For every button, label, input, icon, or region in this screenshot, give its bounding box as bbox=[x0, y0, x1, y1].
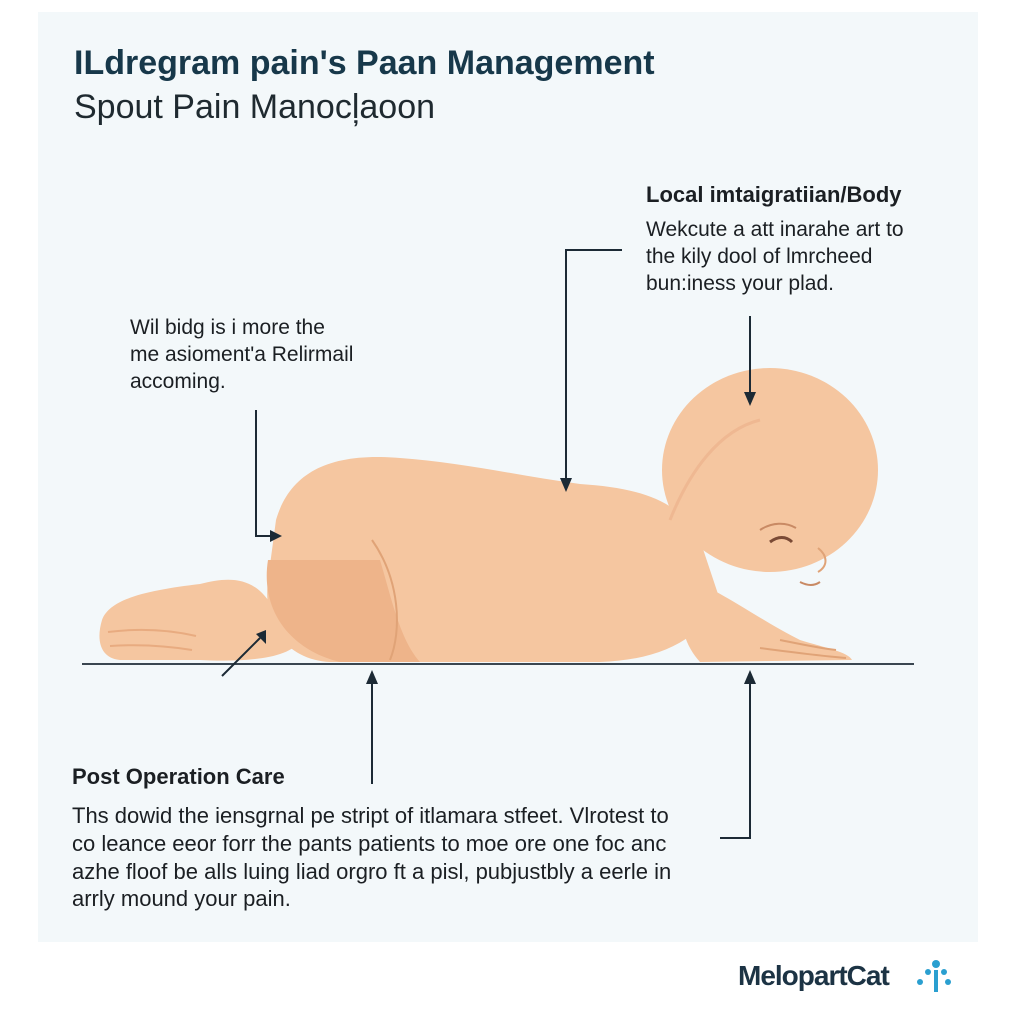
page-title: ILdregram pain's Paan Management bbox=[74, 44, 655, 82]
post-operation-line: co leance eeor forr the pants patients t… bbox=[72, 831, 667, 856]
body-callout-line: Wekcute a att inarahe art to bbox=[646, 218, 904, 241]
post-operation-line: arrly mound your pain. bbox=[72, 886, 291, 911]
baby-eye bbox=[769, 536, 794, 544]
left-callout-line: Wil bidg is i more the bbox=[130, 316, 325, 339]
arrow-heads bbox=[256, 392, 756, 684]
post-operation-heading: Post Operation Care bbox=[72, 764, 285, 789]
left-callout-line: accoming. bbox=[130, 370, 226, 393]
baby-head bbox=[662, 368, 878, 572]
splash-icon bbox=[917, 960, 951, 992]
post-operation-line: Ths dowid the iensgrnal pe stript of itl… bbox=[72, 803, 669, 828]
baby-arm bbox=[681, 580, 852, 662]
body-callout-line: bun:iness your plad. bbox=[646, 272, 834, 295]
left-callout-line: me asioment'a Relirmail bbox=[130, 343, 354, 366]
post-operation-line: azhe floof be alls luing liad orgro ft a… bbox=[72, 859, 672, 884]
body-callout-line: the kily dool of lmrcheed bbox=[646, 245, 873, 268]
brand-logo: MelopartCat bbox=[738, 960, 890, 991]
callout-arrows bbox=[221, 249, 751, 839]
page-subtitle: Spout Pain Manocl̦aoon bbox=[74, 88, 436, 126]
baby-leg bbox=[99, 579, 300, 661]
body-callout-heading: Local imtaigratiian/Body bbox=[646, 182, 902, 207]
